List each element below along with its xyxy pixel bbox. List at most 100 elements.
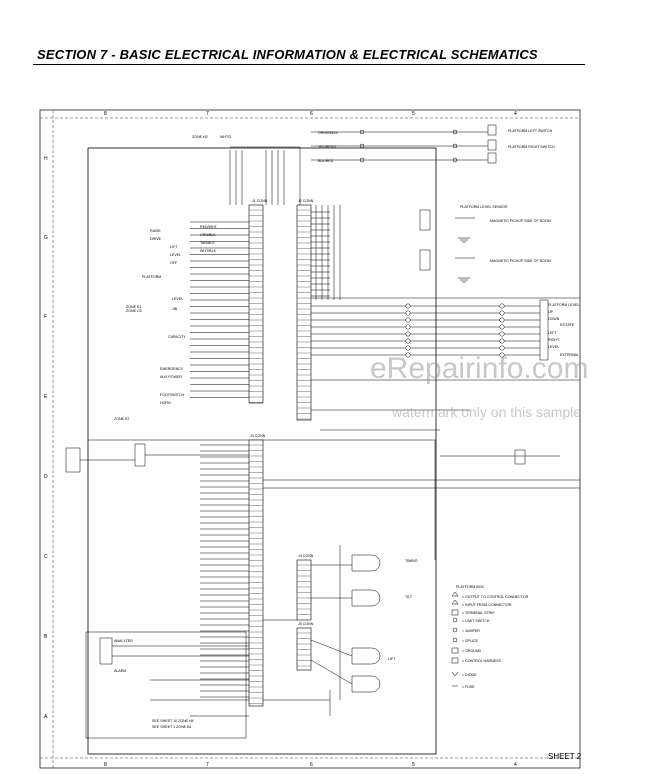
grid-row: G (44, 235, 48, 241)
bottom-notes: SEE SHEET 10 ZONE H4 SEE SHEET 1 ZONE B1 (152, 719, 194, 729)
connector-label: J5 CONN (298, 622, 314, 626)
schematic-label: LEVEL (170, 253, 181, 257)
grid-col: 7 (206, 762, 209, 768)
wiring (80, 150, 580, 716)
schematic-label: CAPACITY (168, 335, 186, 339)
connector-block (487, 152, 497, 164)
drawing-frame (39, 109, 581, 769)
schematic-label: PLATFORM LEVEL (548, 303, 580, 307)
legend-symbols (451, 591, 459, 687)
grid-col: 4 (514, 762, 517, 768)
connector-block (487, 124, 497, 136)
legend-item: = JUMPER (462, 629, 480, 633)
watermark-text: eRepairinfo.com (370, 352, 589, 385)
component-label: LIFT (388, 657, 396, 661)
grid-row: A (44, 714, 48, 720)
right-labels: PLATFORM LEFT SWITCH PLATFORM RIGHT SWIT… (460, 129, 580, 357)
legend-item: = INPUT FROM CONNECTOR (462, 603, 512, 607)
grid-row: D (44, 474, 48, 480)
connector-label: J1 CONN (252, 199, 268, 203)
component-label: ANALYZER (114, 639, 133, 643)
connector-block (487, 139, 497, 151)
grid-col: 8 (104, 762, 107, 768)
schematic-label: EXTERNAL (560, 353, 579, 357)
terminal-strip-right-top (296, 204, 312, 421)
schematic-label: DOWN (548, 317, 560, 321)
legend-item: = LIMIT SWITCH (462, 619, 490, 623)
reference-note: SEE SHEET 10 ZONE H4 (152, 719, 194, 723)
schematic-label: OFF (170, 261, 178, 265)
connector-label: J3 CONN (250, 434, 266, 438)
zone-note: ZONE H2 (192, 135, 208, 139)
grid-col: 4 (514, 111, 517, 117)
schematic-label: RIGHT (548, 338, 560, 342)
top-switch-group (230, 124, 497, 205)
schematic-label: LIFT (170, 245, 178, 249)
grid-col: 8 (104, 111, 107, 117)
grid-col: 6 (310, 762, 313, 768)
schematic-label: PLATFORM LEFT SWITCH (508, 129, 553, 133)
grid-row: H (44, 156, 48, 162)
legend: PLATFORM BOX = OUTPUT TO CONTROL CONNECT… (456, 585, 529, 689)
legend-item: = DIODE (462, 673, 477, 677)
left-notes: ZONE H2 ZONE E1 ZONE E2 ZONE C5 (114, 135, 208, 421)
legend-item: = CONTROL HARNESS (462, 659, 502, 663)
connector-label: J2 CONN (298, 199, 314, 203)
wire-labels: WHT/3 ORN/RED/4 YEL/RED/2 BLK/RED RED/WH… (200, 131, 338, 253)
legend-item: = TERMINAL STRIP (462, 611, 495, 615)
schematic-label: LEFT (548, 331, 558, 335)
schematic-label: UP (548, 310, 554, 314)
connector-label: J4 CONN (298, 554, 314, 558)
legend-item: = FUSE (462, 685, 475, 689)
grid-row: F (44, 314, 47, 320)
wire-label: TAN/BLK (200, 241, 215, 245)
wire-label: RED/WHT (200, 225, 218, 229)
wire (310, 659, 353, 685)
schematic-label: LEVEL (548, 345, 559, 349)
schematic-label: PLATFORM LEVEL SENSOR (460, 205, 508, 209)
schematic-label: DRIVE (150, 237, 162, 241)
schematic-label: EMERGENCY (160, 367, 184, 371)
connector-labels: J1 CONN J2 CONN J3 CONN J4 CONN J5 CONN (250, 199, 314, 626)
analyzer-panel (85, 631, 249, 739)
wire-label: ORN/RED/4 (318, 131, 338, 135)
grid-col: 6 (310, 111, 313, 117)
component-label: ALARM (114, 669, 126, 673)
terminal-strip-left-bottom (248, 439, 264, 707)
legend-title: PLATFORM BOX (456, 585, 484, 589)
legend-item: = GROUND (462, 649, 481, 653)
grid-row-labels: H G F E D C B A (44, 156, 48, 720)
terminal-strip-mid-bottom (296, 559, 312, 621)
schematic-label: MAGNETIC PICKUP SIDE OF BOOM (490, 219, 551, 223)
terminal-pins (249, 209, 311, 704)
schematic-label: FOOTSWITCH (160, 393, 185, 397)
legend-item: = SPLICE (462, 639, 478, 643)
schematic-label: ROTATE (560, 323, 575, 327)
title-rule (33, 64, 585, 65)
grid-col: 5 (412, 762, 415, 768)
schematic-label: JIB (172, 307, 178, 311)
right-connector-pins (405, 299, 549, 361)
schematic-label: LEVEL (172, 297, 183, 301)
sheet-number: SHEET 2 (548, 752, 582, 761)
terminal-strip-left-top (248, 204, 264, 404)
grid-col: 5 (412, 111, 415, 117)
component-label: TILT (405, 595, 413, 599)
legend-item: = OUTPUT TO CONTROL CONNECTOR (462, 595, 529, 599)
component-label: TIMING (405, 559, 418, 563)
left-labels: RAISE DRIVE LIFT LEVEL OFF PLATFORM LEVE… (142, 229, 186, 405)
terminal-strip-low (296, 627, 312, 671)
grid-col: 7 (206, 111, 209, 117)
wire-label: WHT/BLK (200, 249, 217, 253)
wire-label: WHT/3 (220, 135, 231, 139)
wire-label: GRN/BLK (200, 233, 216, 237)
sensor-group (419, 209, 475, 283)
zone-note: ZONE E1 (126, 305, 141, 309)
grid-column-labels: 8 7 6 5 4 8 7 6 5 4 (104, 111, 517, 768)
schematic-label: PLATFORM RIGHT SWITCH (508, 145, 555, 149)
schematic-label: PLATFORM (142, 275, 161, 279)
wire (310, 639, 353, 657)
terminal-strips (248, 204, 312, 707)
reference-note: SEE SHEET 1 ZONE B1 (152, 725, 191, 729)
